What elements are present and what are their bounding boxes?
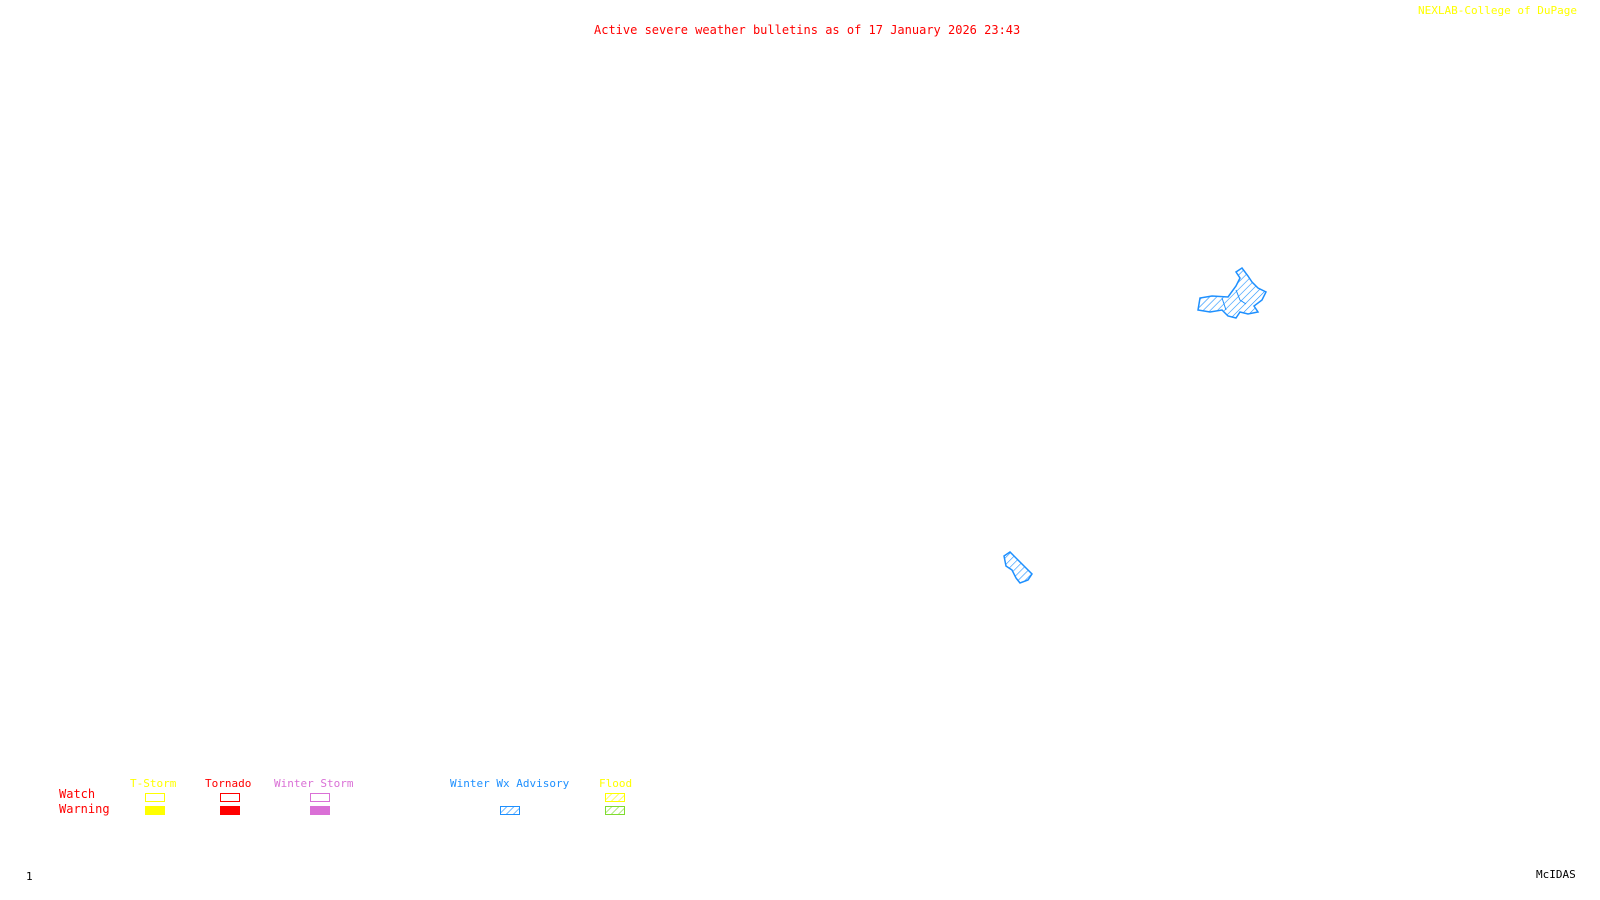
legend-row-warning: Warning [59,802,110,816]
legend-col-tornado: Tornado [205,777,252,790]
legend-flood-watch-swatch [605,793,625,802]
legend-col-flood: Flood [599,777,633,790]
legend-row-watch: Watch [59,787,96,801]
legend-winter-storm-watch-swatch [310,793,330,802]
legend-col-winter-storm: Winter Storm [274,777,354,790]
legend-winter-wx-advisory-swatch [500,806,520,815]
legend-tornado-watch-swatch [220,793,240,802]
frame-number: 1 [26,870,33,883]
advisory-area-northeast [1197,266,1268,319]
legend-tstorm-warning-swatch [145,806,165,815]
credit-label: NEXLAB-College of DuPage [1418,4,1577,17]
legend-flood-warning-swatch [605,806,625,815]
bulletin-title: Active severe weather bulletins as of 17… [594,23,1021,37]
legend-col-tstorm: T-Storm [130,777,177,790]
legend-col-winter-wx-advisory: Winter Wx Advisory [450,777,570,790]
legend-tstorm-watch-swatch [145,793,165,802]
legend-tornado-warning-swatch [220,806,240,815]
legend-winter-storm-warning-swatch [310,806,330,815]
software-label: McIDAS [1536,868,1576,881]
advisory-area-southeast [1003,551,1033,584]
